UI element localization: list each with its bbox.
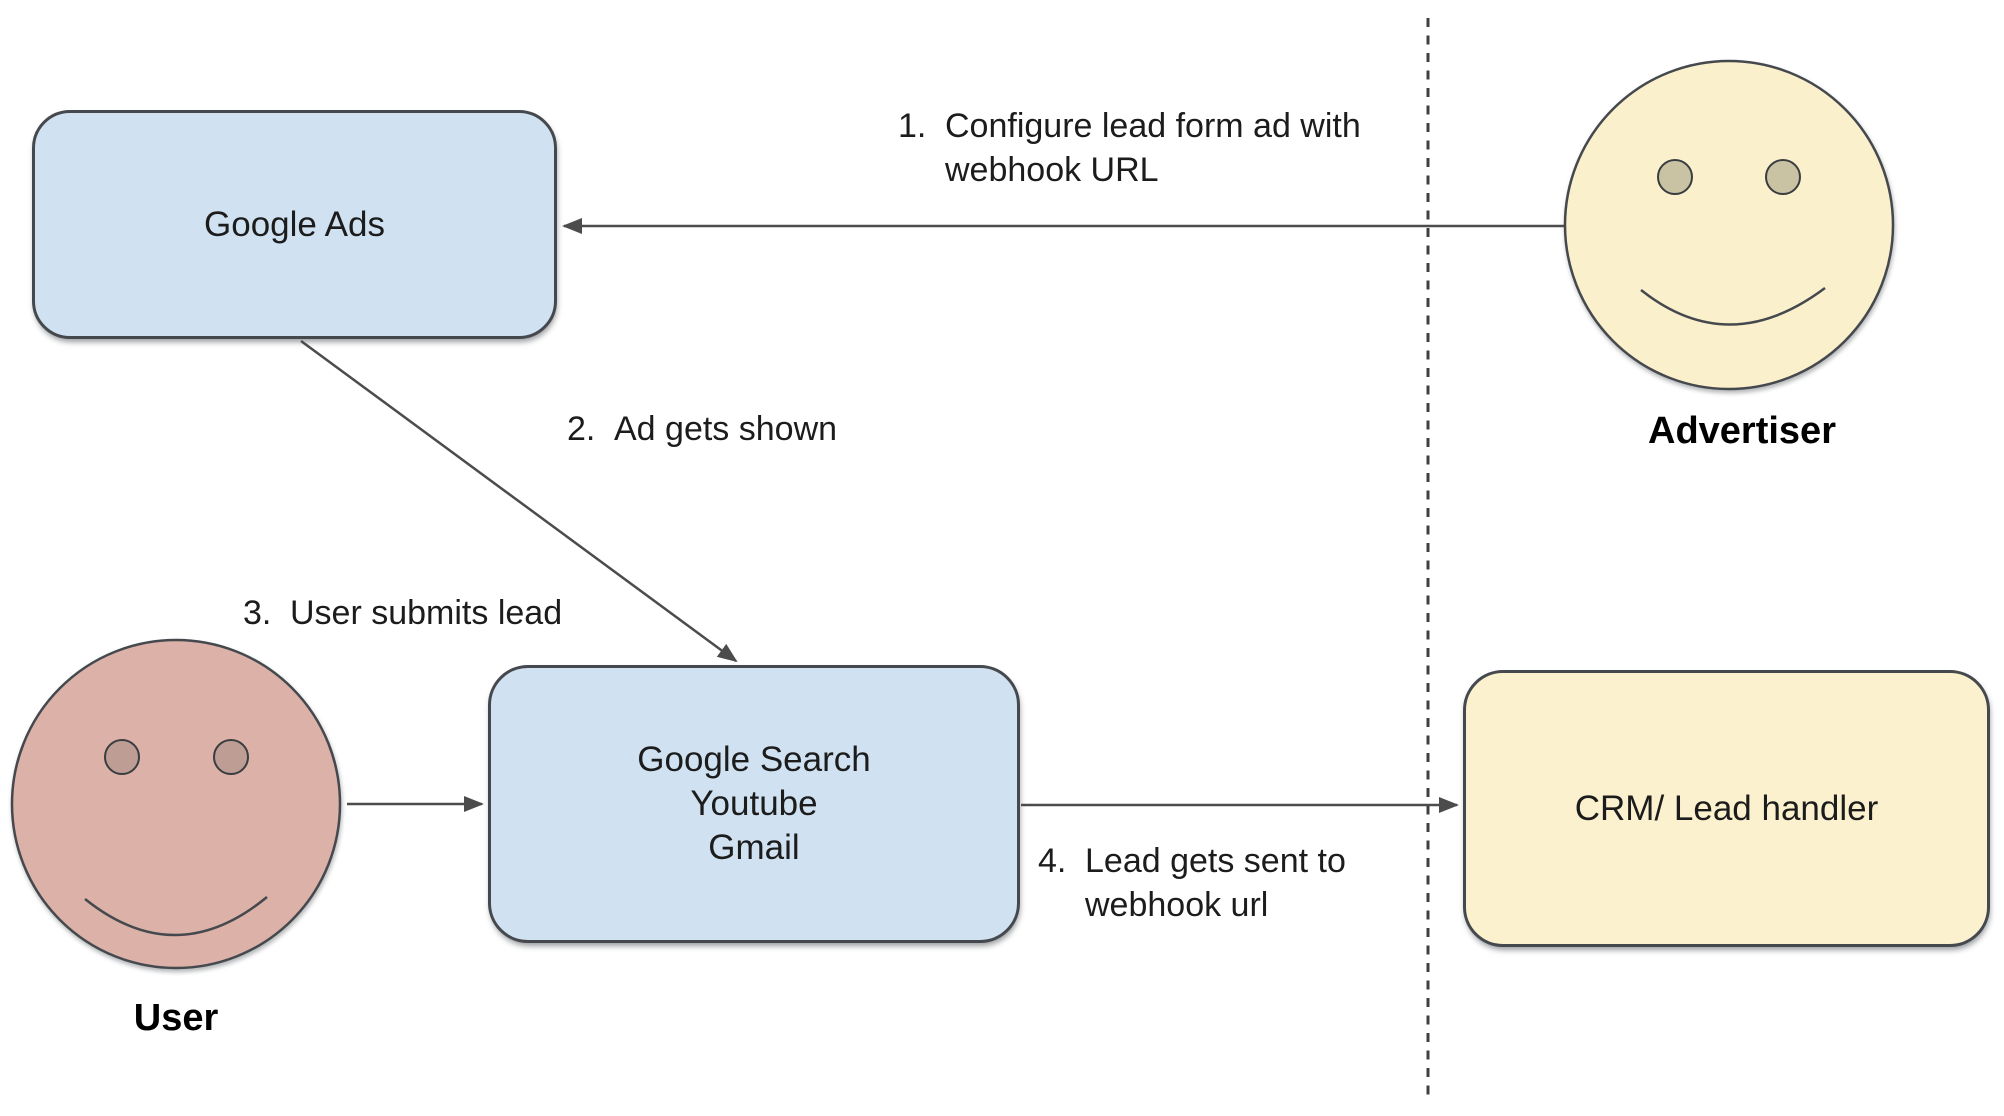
google-surfaces-node: Google Search Youtube Gmail [488,665,1020,943]
arrow-ad-gets-shown [300,339,738,663]
advertiser-label: Advertiser [1648,410,1836,452]
step-2-number: 2. [567,410,596,448]
step-1-label: 1. Configure lead form ad with webhook U… [898,104,1425,192]
step-4-text: Lead gets sent to webhook url [1085,842,1346,924]
step-3-number: 3. [243,594,272,632]
google-surfaces-line-3: Gmail [708,828,800,867]
google-ads-node: Google Ads [32,110,557,339]
advertiser-left-eye [1657,159,1693,195]
advertiser-right-eye [1765,159,1801,195]
step-4-number: 4. [1038,842,1067,880]
advertiser-face-icon [1563,59,1895,391]
google-surfaces-line-2: Youtube [690,784,818,823]
user-smile [84,896,268,937]
google-ads-node-label: Google Ads [204,204,385,244]
step-1-text: Configure lead form ad with webhook URL [945,107,1361,189]
user-face-icon [10,638,342,970]
advertiser-smile [1640,286,1826,326]
crm-node-label: CRM/ Lead handler [1574,788,1879,828]
user-label: User [133,997,219,1039]
step-3-label: 3. User submits lead [243,591,562,635]
step-2-label: 2. Ad gets shown [567,407,837,451]
user-right-eye [213,739,249,775]
google-surfaces-line-1: Google Search [637,740,871,779]
step-1-number: 1. [898,107,927,145]
step-2-text: Ad gets shown [614,410,838,448]
advertiser-head [1563,59,1895,391]
user-left-eye [104,739,140,775]
crm-lead-handler-node: CRM/ Lead handler [1463,670,1990,947]
user-head [10,638,342,970]
step-4-label: 4. Lead gets sent to webhook url [1038,839,1385,927]
step-3-text: User submits lead [290,594,563,632]
